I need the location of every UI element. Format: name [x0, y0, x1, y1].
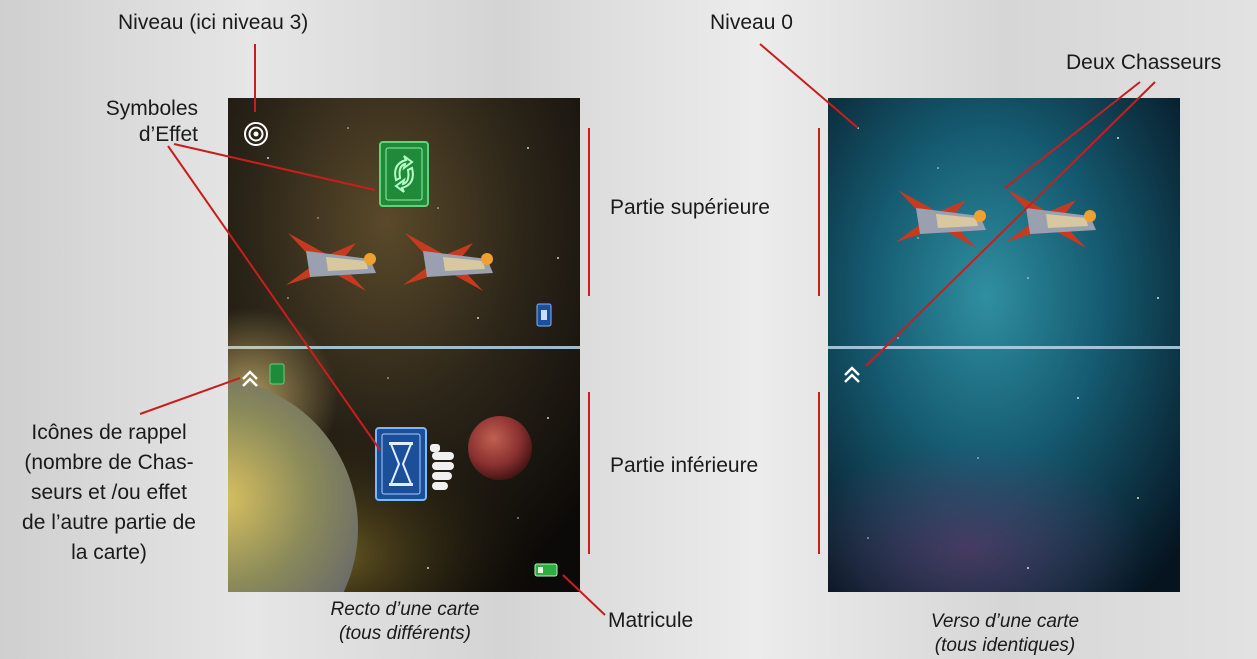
bar-recto-top — [588, 128, 590, 296]
hourglass-icon — [375, 427, 427, 501]
small-rotate-reminder-icon — [269, 363, 285, 385]
label-deux-chasseurs: Deux Chasseurs — [1066, 51, 1222, 74]
bar-verso-top — [818, 128, 820, 296]
label-icones-rappel: Icônes de rappel (nombre de Chas- seurs … — [22, 421, 196, 564]
matricule-badge-icon — [534, 563, 558, 577]
small-effect-badge-icon — [536, 303, 552, 327]
label-partie-superieure: Partie supérieure — [610, 196, 770, 219]
caption-verso: Verso d’une carte (tous identiques) — [930, 611, 1080, 656]
label-niveau-recto: Niveau (ici niveau 3) — [118, 11, 309, 34]
bar-recto-bottom — [588, 392, 590, 554]
card-verso-art — [828, 98, 1180, 592]
fighter-ship-icon — [403, 233, 493, 291]
bar-verso-bottom — [818, 392, 820, 554]
rotate-arrows-icon — [379, 141, 429, 207]
card-recto-art — [228, 98, 580, 592]
label-matricule: Matricule — [608, 609, 694, 632]
label-partie-inferieure: Partie inférieure — [610, 454, 759, 477]
label-niveau-verso: Niveau 0 — [710, 11, 793, 34]
card-recto — [228, 98, 580, 592]
caption-recto: Recto d’une carte (tous différents) — [330, 599, 480, 644]
level-3-rings-icon — [244, 122, 268, 146]
card-verso — [828, 98, 1180, 592]
double-chevron-up-icon — [844, 366, 860, 383]
callout-icones-rappel — [139, 377, 241, 415]
label-symboles-effet: Symboles d’Effet — [105, 97, 198, 146]
